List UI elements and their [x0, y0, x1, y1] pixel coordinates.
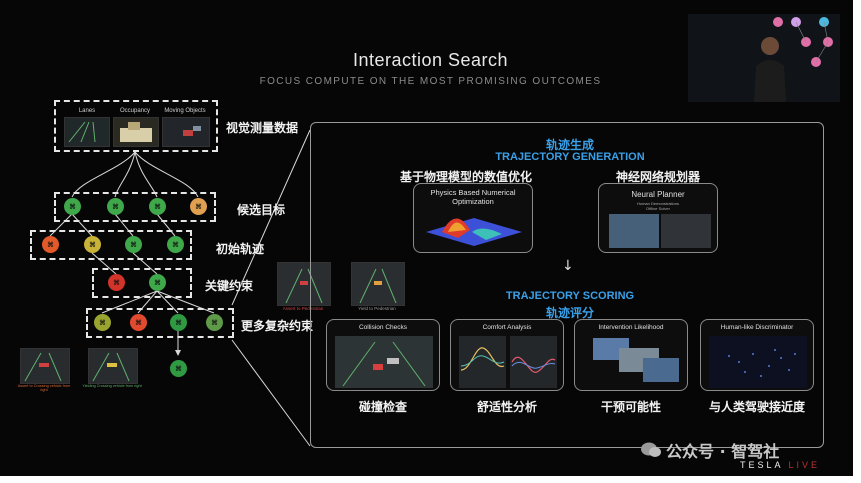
slide: Interaction Search FOCUS COMPUTE ON THE … [0, 0, 853, 476]
collision-image [335, 336, 433, 388]
intervention-image [643, 358, 679, 382]
watermark: 公众号 · 智驾社 [666, 438, 779, 462]
server-rack-image [609, 214, 659, 248]
complex-constraint-label: 更多复杂约束 [241, 317, 313, 334]
comfort-charts [459, 336, 557, 388]
collision-checks-card: Collision Checks [326, 319, 440, 391]
key-constraint-label: 关键约束 [205, 277, 253, 294]
comfort-card-title: Comfort Analysis [451, 324, 563, 331]
wechat-icon [640, 441, 662, 463]
collision-card-title: Collision Checks [327, 324, 439, 331]
complex-node: ⌘ [94, 314, 111, 331]
thumb-label-occupancy: Occupancy [112, 108, 158, 114]
assert-crossing-thumbnail [20, 348, 70, 384]
candidate-node: ⌘ [107, 198, 124, 215]
neural-planner-card: Neural Planner Human Demonstrations Offl… [598, 183, 718, 253]
human-like-discriminator-card: Human-like Discriminator [700, 319, 814, 391]
candidate-label: 候选目标 [237, 201, 285, 218]
trajectory-node: ⌘ [42, 236, 59, 253]
moving-objects-thumbnail [162, 117, 210, 147]
human-like-cn: 与人类驾驶接近度 [694, 398, 820, 415]
usa-map-image [709, 336, 807, 388]
intervention-card-title: Intervention Likelihood [575, 324, 687, 331]
trajectory-node: ⌘ [167, 236, 184, 253]
intervention-likelihood-card: Intervention Likelihood [574, 319, 688, 391]
yield-crossing-caption: Yielding Crossing vehicle from right [82, 384, 142, 388]
physics-optimization-card: Physics Based Numerical Optimization [413, 183, 533, 253]
tesla-logo: TESLA LIVE [740, 460, 820, 470]
scoring-header-en: TRAJECTORY SCORING [440, 290, 700, 302]
intervention-cn: 干预可能性 [574, 398, 688, 415]
complex-node: ⌘ [170, 314, 187, 331]
comfort-analysis-card: Comfort Analysis [450, 319, 564, 391]
optimization-surface [422, 210, 526, 250]
occupancy-thumbnail [113, 117, 159, 147]
constraint-node: ⌘ [108, 274, 125, 291]
neural-card-title: Neural Planner [599, 190, 717, 199]
lanes-thumbnail [64, 117, 110, 147]
candidate-node: ⌘ [64, 198, 81, 215]
initial-label: 初始轨迹 [216, 240, 264, 257]
key-constraint-box [92, 268, 192, 298]
car-interior-image [661, 214, 711, 248]
assert-crossing-caption: Assert to Crossing vehicle from right [14, 384, 74, 392]
complex-node: ⌘ [206, 314, 223, 331]
tesla-wordmark: TESLA [740, 460, 783, 470]
trajectory-node: ⌘ [125, 236, 142, 253]
constraint-node: ⌘ [149, 274, 166, 291]
neural-card-sub2: Offline Solver [599, 206, 717, 211]
bottom-margin [0, 476, 861, 483]
discriminator-card-title: Human-like Discriminator [701, 324, 813, 331]
collision-cn: 碰撞检查 [326, 398, 440, 415]
comfort-cn: 舒适性分析 [450, 398, 564, 415]
thumb-label-moving-objects: Moving Objects [160, 108, 210, 114]
complex-node: ⌘ [130, 314, 147, 331]
generation-header-en: TRAJECTORY GENERATION [440, 151, 700, 163]
final-node: ⌘ [170, 360, 187, 377]
thumb-label-lanes: Lanes [64, 108, 110, 114]
candidate-node: ⌘ [190, 198, 207, 215]
candidate-node: ⌘ [149, 198, 166, 215]
trajectory-node: ⌘ [84, 236, 101, 253]
live-wordmark: LIVE [789, 460, 821, 470]
down-arrow: ↓ [562, 258, 574, 274]
yield-crossing-thumbnail [88, 348, 138, 384]
physics-card-title: Physics Based Numerical Optimization [414, 188, 532, 206]
perception-label: 视觉测量数据 [226, 119, 298, 136]
